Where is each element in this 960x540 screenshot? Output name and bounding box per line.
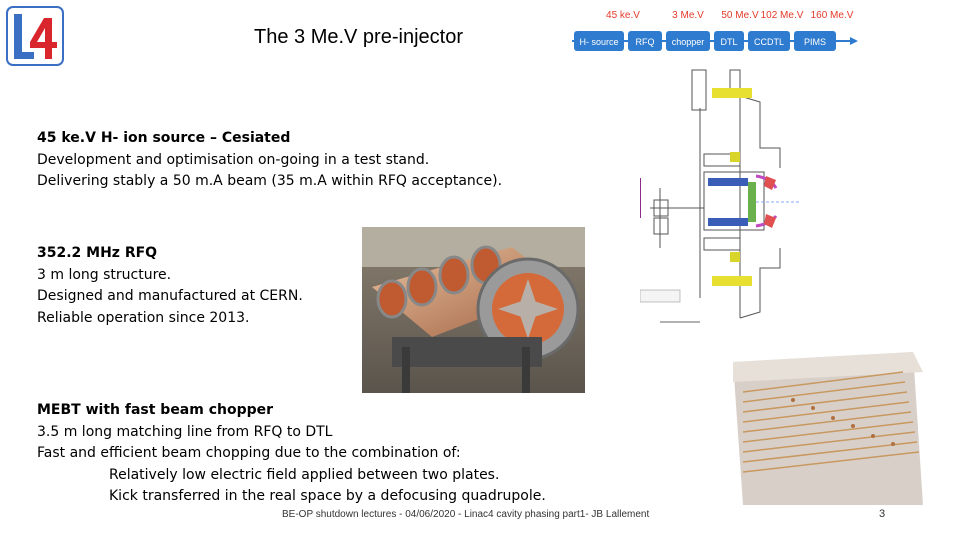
chopper-plate-photo — [733, 352, 923, 505]
slide-title: The 3 Me.V pre-injector — [254, 26, 463, 48]
chain-stage-box — [748, 31, 790, 51]
chain-energy-label: 102 Me.V — [761, 10, 804, 21]
chain-energy-label: 3 Me.V — [672, 10, 704, 21]
page-number: 3 — [879, 508, 886, 520]
rfq-heading: 352.2 MHz RFQ — [37, 245, 158, 261]
chain-energy-label: 50 Me.V — [721, 10, 759, 21]
rfq-line: Designed and manufactured at CERN. — [37, 288, 303, 304]
chain-stage-label: DTL — [720, 37, 737, 47]
chain-stage-label: chopper — [672, 37, 705, 47]
ion-source-line: Delivering stably a 50 m.A beam (35 m.A … — [37, 173, 503, 189]
mebt-indented-line: Relatively low electric field applied be… — [109, 466, 500, 483]
rfq-photo — [362, 227, 585, 393]
ion-source-drawing — [640, 68, 818, 330]
rfq-line: 3 m long structure. — [37, 266, 172, 283]
mebt-heading: MEBT with fast beam chopper — [37, 402, 274, 418]
chain-stage-label: RFQ — [636, 37, 655, 47]
chain-stage-box — [574, 31, 624, 51]
chain-stage-label: PIMS — [804, 37, 826, 47]
linac4-logo — [6, 6, 64, 66]
chain-energy-label: 45 ke.V — [606, 10, 640, 21]
chain-stage-box — [714, 31, 744, 51]
ion-source-section: 45 ke.V H- ion source – Cesiated Develop… — [37, 128, 502, 193]
mebt-line: Fast and efficient beam chopping due to … — [37, 445, 461, 461]
mebt-section: MEBT with fast beam chopper 3.5 m long m… — [37, 400, 546, 508]
ion-source-line: Development and optimisation on-going in… — [37, 151, 430, 168]
chain-stage-box — [666, 31, 710, 51]
ion-source-heading: 45 ke.V H- ion source – Cesiated — [37, 130, 291, 146]
mebt-indented-line: Kick transferred in the real space by a … — [109, 488, 546, 504]
rfq-section: 352.2 MHz RFQ 3 m long structure. Design… — [37, 243, 303, 329]
chain-stage-box — [628, 31, 662, 51]
chain-stage-label: CCDTL — [754, 37, 784, 47]
chain-stage-box — [794, 31, 836, 51]
chain-stage-label: H- source — [579, 37, 618, 47]
rfq-line: Reliable operation since 2013. — [37, 309, 250, 326]
mebt-line: 3.5 m long matching line from RFQ to DTL — [37, 423, 333, 440]
linac-chain-diagram: H- source RFQ chopper DTL CCDTL PIMS 45 ke.V 3… — [572, 10, 858, 51]
chain-energy-label: 160 Me.V — [811, 10, 854, 21]
footer-text: BE-OP shutdown lectures - 04/06/2020 - L… — [282, 509, 650, 520]
